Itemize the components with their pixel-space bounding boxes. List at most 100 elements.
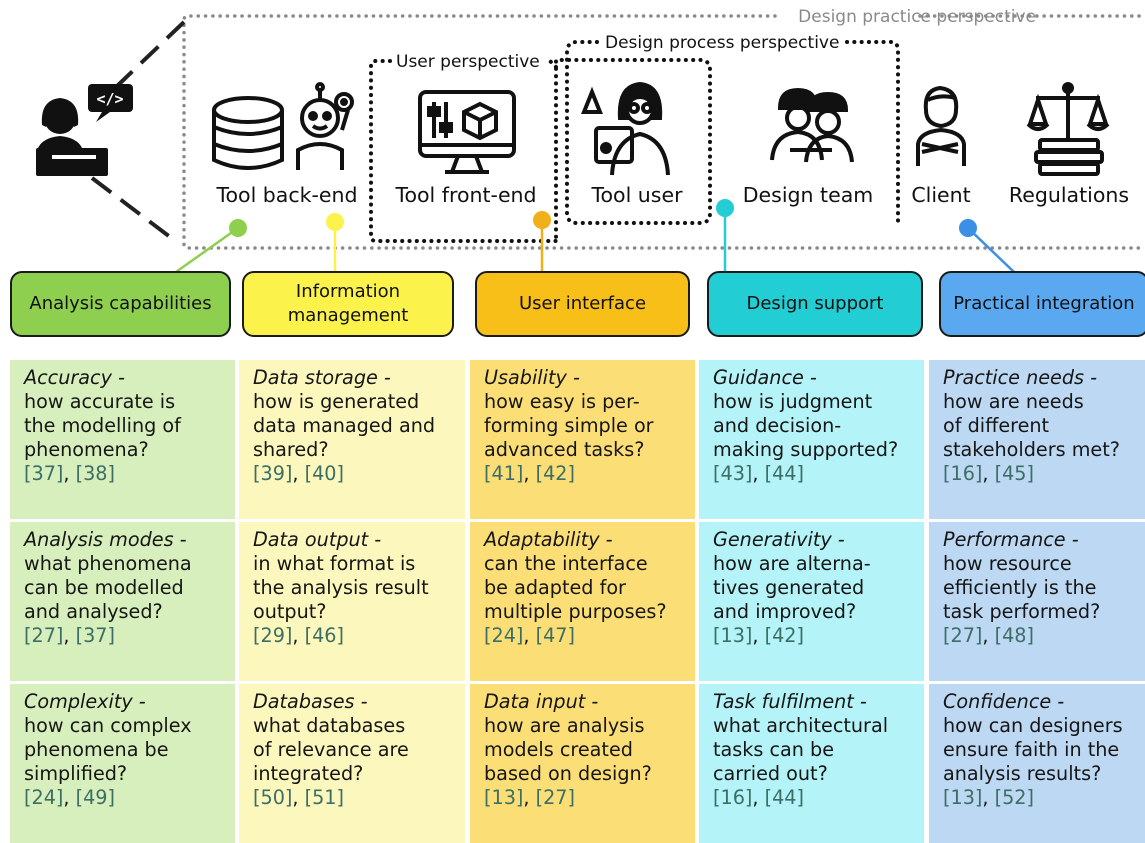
citation-link[interactable]: [16] bbox=[943, 462, 983, 485]
actor-label-backend: Tool back-end bbox=[215, 183, 357, 207]
criterion-references: [27], [48] bbox=[943, 624, 1034, 647]
criterion-name: Accuracy - bbox=[24, 366, 125, 389]
citation-link[interactable]: [42] bbox=[764, 624, 804, 647]
criteria-cell: Data storage -how is generated data mana… bbox=[239, 360, 465, 519]
criterion-question: how are analysis models created based on… bbox=[484, 714, 652, 785]
citation-link[interactable]: [37] bbox=[75, 624, 115, 647]
criteria-cell: Complexity -how can complex phenomena be… bbox=[10, 684, 235, 843]
criterion-question: how can complex phenomena be simplified? bbox=[24, 714, 192, 785]
user-perspective-label: User perspective bbox=[396, 52, 540, 72]
criterion-name: Adaptability - bbox=[484, 528, 613, 551]
criterion-name: Data storage - bbox=[253, 366, 391, 389]
connector-information bbox=[326, 213, 344, 272]
criterion-references: [16], [44] bbox=[713, 786, 804, 809]
citation-link[interactable]: [16] bbox=[713, 786, 753, 809]
connector-design-support bbox=[716, 199, 734, 272]
criterion-name: Confidence - bbox=[943, 690, 1065, 713]
criteria-cell: Task fulfilment -what architectural task… bbox=[699, 684, 924, 843]
criterion-references: [39], [40] bbox=[253, 462, 344, 485]
criterion-references: [41], [42] bbox=[484, 462, 575, 485]
citation-link[interactable]: [13] bbox=[943, 786, 983, 809]
criterion-question: what architectural tasks can be carried … bbox=[713, 714, 889, 785]
criteria-cell: Performance -how resource efficiently is… bbox=[929, 522, 1145, 681]
monitor-interface-icon bbox=[418, 90, 516, 174]
criterion-question: can the interface be adapted for multipl… bbox=[484, 552, 667, 623]
zoom-lines bbox=[90, 20, 186, 245]
criterion-question: in what format is the analysis result ou… bbox=[253, 552, 429, 623]
design-process-label: Design process perspective bbox=[605, 33, 839, 53]
criterion-name: Practice needs - bbox=[943, 366, 1098, 389]
actor-label-tool-user: Tool user bbox=[590, 183, 683, 207]
citation-link[interactable]: [52] bbox=[994, 786, 1034, 809]
citation-link[interactable]: [27] bbox=[943, 624, 983, 647]
client-icon bbox=[916, 85, 966, 166]
designer-icon bbox=[581, 81, 670, 176]
criteria-cell: Data output -in what format is the analy… bbox=[239, 522, 465, 681]
criterion-question: what phenomena can be modelled and analy… bbox=[24, 552, 192, 623]
citation-link[interactable]: [39] bbox=[253, 462, 293, 485]
criterion-name: Usability - bbox=[484, 366, 580, 389]
criterion-references: [13], [42] bbox=[713, 624, 804, 647]
design-practice-frame: Design practice perspective bbox=[182, 7, 1145, 250]
criterion-references: [50], [51] bbox=[253, 786, 344, 809]
citation-link[interactable]: [43] bbox=[713, 462, 753, 485]
criterion-references: [13], [52] bbox=[943, 786, 1034, 809]
criterion-references: [43], [44] bbox=[713, 462, 804, 485]
citation-link[interactable]: [24] bbox=[24, 786, 64, 809]
citation-link[interactable]: [40] bbox=[304, 462, 344, 485]
citation-link[interactable]: [51] bbox=[304, 786, 344, 809]
citation-link[interactable]: [13] bbox=[713, 624, 753, 647]
criterion-references: [37], [38] bbox=[24, 462, 115, 485]
criterion-name: Data output - bbox=[253, 528, 382, 551]
citation-link[interactable]: [47] bbox=[535, 624, 575, 647]
citation-link[interactable]: [37] bbox=[24, 462, 64, 485]
design-practice-label: Design practice perspective bbox=[798, 7, 1036, 27]
citation-link[interactable]: [42] bbox=[535, 462, 575, 485]
criterion-name: Task fulfilment - bbox=[713, 690, 867, 713]
citation-link[interactable]: [46] bbox=[304, 624, 344, 647]
criteria-cell: Data input -how are analysis models crea… bbox=[470, 684, 695, 843]
citation-link[interactable]: [38] bbox=[75, 462, 115, 485]
criterion-question: what databases of relevance are integrat… bbox=[253, 714, 409, 785]
citation-link[interactable]: [27] bbox=[24, 624, 64, 647]
criterion-name: Data input - bbox=[484, 690, 599, 713]
user-perspective-frame: User perspective bbox=[369, 52, 558, 243]
criterion-name: Guidance - bbox=[713, 366, 817, 389]
criteria-cell: Guidance -how is judgment and decision- … bbox=[699, 360, 924, 519]
citation-link[interactable]: [29] bbox=[253, 624, 293, 647]
criterion-name: Analysis modes - bbox=[24, 528, 187, 551]
criterion-question: how are alterna- tives generated and imp… bbox=[713, 552, 871, 623]
criteria-cell: Practice needs -how are needs of differe… bbox=[929, 360, 1145, 519]
citation-link[interactable]: [50] bbox=[253, 786, 293, 809]
citation-link[interactable]: [44] bbox=[764, 786, 804, 809]
category-information-management: Information management bbox=[242, 271, 454, 337]
category-user-interface: User interface bbox=[475, 271, 690, 337]
citation-link[interactable]: [41] bbox=[484, 462, 524, 485]
criterion-references: [13], [27] bbox=[484, 786, 575, 809]
criterion-references: [16], [45] bbox=[943, 462, 1034, 485]
citation-link[interactable]: [13] bbox=[484, 786, 524, 809]
criteria-cell: Usability -how easy is per- forming simp… bbox=[470, 360, 695, 519]
criteria-cell: Confidence -how can designers ensure fai… bbox=[929, 684, 1145, 843]
criteria-cell: Analysis modes -what phenomena can be mo… bbox=[10, 522, 235, 681]
criterion-name: Complexity - bbox=[24, 690, 146, 713]
citation-link[interactable]: [48] bbox=[994, 624, 1034, 647]
criterion-references: [27], [37] bbox=[24, 624, 115, 647]
citation-link[interactable]: [24] bbox=[484, 624, 524, 647]
connector-practical bbox=[959, 219, 1015, 273]
actor-label-design-team: Design team bbox=[743, 183, 873, 207]
citation-link[interactable]: [45] bbox=[994, 462, 1034, 485]
citation-link[interactable]: [49] bbox=[75, 786, 115, 809]
criterion-name: Databases - bbox=[253, 690, 368, 713]
criterion-question: how is generated data managed and shared… bbox=[253, 390, 436, 461]
category-practical-integration: Practical integration bbox=[939, 271, 1145, 337]
database-robot-icon bbox=[212, 82, 354, 170]
citation-link[interactable]: [44] bbox=[764, 462, 804, 485]
criterion-question: how easy is per- forming simple or advan… bbox=[484, 390, 654, 461]
criterion-question: how are needs of different stakeholders … bbox=[943, 390, 1120, 461]
criteria-cell: Databases -what databases of relevance a… bbox=[239, 684, 465, 843]
developer-icon: </> bbox=[36, 84, 133, 176]
citation-link[interactable]: [27] bbox=[535, 786, 575, 809]
criterion-references: [24], [49] bbox=[24, 786, 115, 809]
